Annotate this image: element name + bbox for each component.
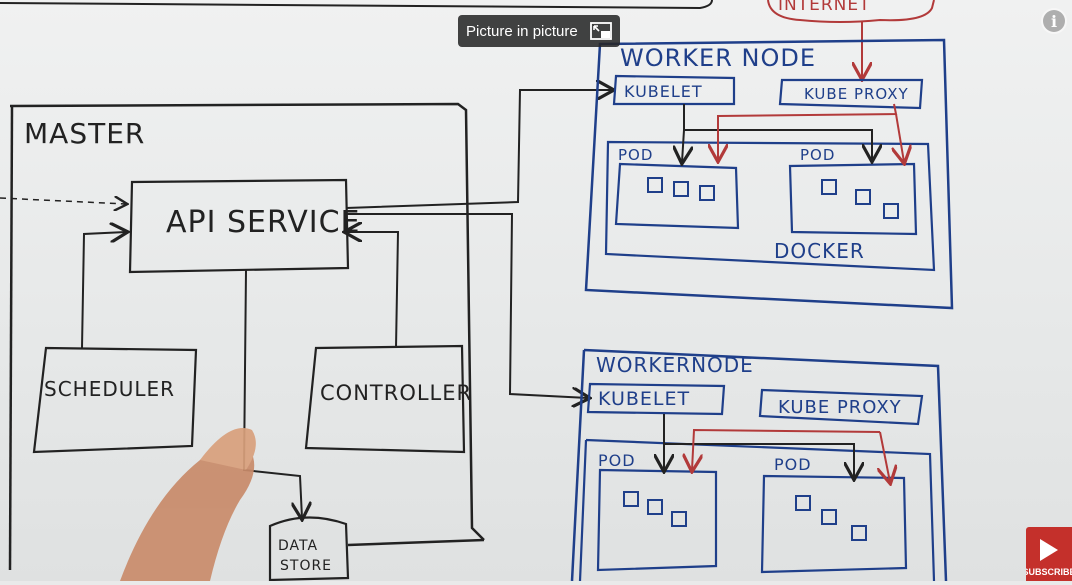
dashed-input-arrow [0,198,126,204]
api-to-kubelet2-arrow [346,213,588,398]
w1-pod-2-containers [821,179,899,219]
picture-in-picture-tooltip[interactable]: Picture in picture [458,15,620,47]
scheduler-label: SCHEDULER [44,377,175,401]
kube-proxy-2-box [758,388,924,426]
scheduler-arrow [81,232,126,349]
presenter-hand [120,428,256,581]
master-box-left [8,105,14,571]
worker-node-1-title: WORKER NODE [620,44,816,72]
docker-1-label: DOCKER [774,239,865,263]
w1-pod-1-label: POD [618,146,653,164]
kubelet1-to-pod2-arrow [683,104,872,160]
subscribe-label: SUBSCRIBE [1026,567,1072,577]
w2-pod-1-label: POD [598,451,636,470]
master-title: MASTER [24,117,145,150]
kubelet-1-box [612,74,736,106]
w1-pod-1-containers [647,177,715,201]
w2-pod-1-box [596,468,718,572]
kube-proxy-2-label: KUBE PROXY [778,397,902,418]
kubelet-2-label: KUBELET [598,388,690,410]
pip-tooltip-label: Picture in picture [466,22,578,40]
w2-pod-2-containers [795,495,867,541]
scheduler-box [32,346,198,454]
kubelet2-to-pod2-arrow [663,414,854,478]
proxy1-to-pod1-arrow [718,103,898,160]
kube-proxy-1-label: KUBE PROXY [804,85,909,103]
internet-label: INTERNET [778,0,871,15]
proxy2-to-pod1-arrow [692,428,881,470]
worker-node-2-box [570,348,948,582]
kubelet-1-label: KUBELET [624,82,703,101]
top-box-edge [0,0,713,10]
kubelet-2-box [586,382,726,416]
controller-box [304,344,466,454]
data-store-cylinder [268,516,350,582]
data-store-label-1: DATA [278,538,318,554]
w1-pod-1-box [614,162,740,230]
info-icon[interactable]: i [1041,8,1067,34]
controller-arrow [346,232,400,349]
picture-in-picture-icon[interactable] [590,21,612,41]
proxy2-to-pod2-arrow [880,431,890,482]
data-store-label-2: STORE [280,558,332,574]
master-box-bottom [347,538,485,547]
api-to-kubelet1-arrow [345,90,612,209]
w2-pod-1-containers [623,491,687,527]
api-service-label: API SERVICE [166,205,360,240]
api-service-box [128,178,350,274]
docker-1-box [604,140,936,272]
w1-pod-2-label: POD [800,146,835,164]
w1-pod-2-box [788,162,918,236]
api-to-datastore-arrow [242,269,302,518]
kubelet1-to-pod1-arrow [682,129,684,162]
w2-pod-2-label: POD [774,455,812,474]
play-icon [1040,539,1058,561]
internet-cloud [767,0,935,23]
worker-node-1-box [584,38,954,310]
kube-proxy-1-box [778,78,924,110]
worker-node-2-title: WORKERNODE [596,353,754,377]
controller-label: CONTROLLER [320,381,472,405]
subscribe-button[interactable]: SUBSCRIBE [1026,527,1072,581]
master-box [9,102,485,541]
proxy1-to-pod2-arrow [896,113,904,162]
